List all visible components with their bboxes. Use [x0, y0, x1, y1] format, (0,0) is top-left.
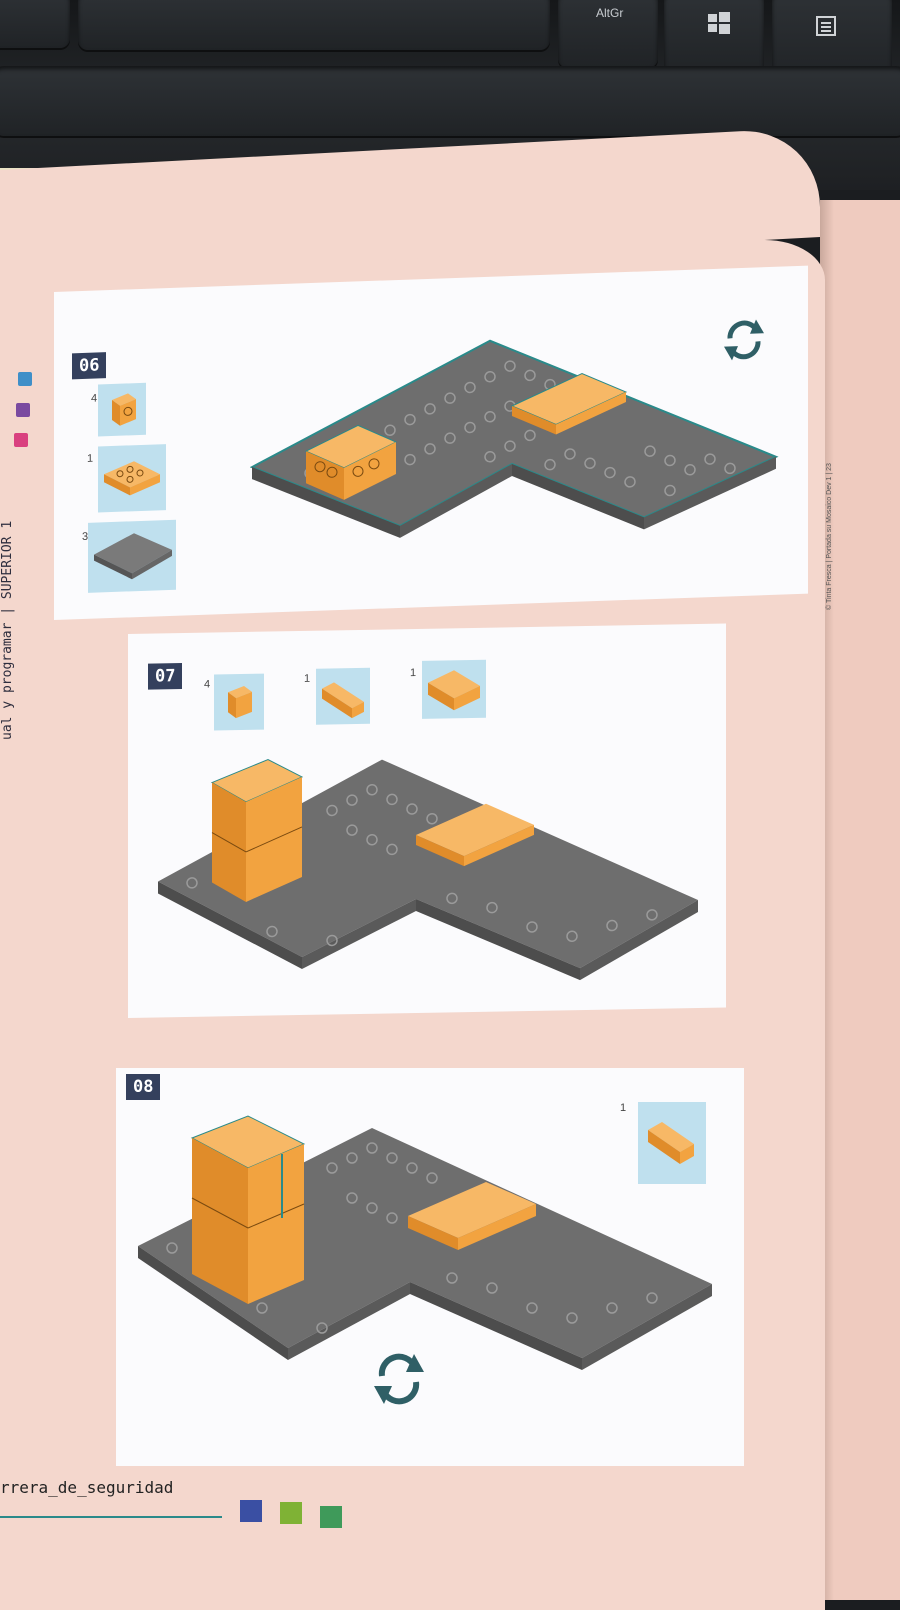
part-thumb — [422, 659, 486, 719]
footer-chip-green — [280, 1502, 302, 1524]
key-row — [0, 66, 900, 136]
side-tab-level: SUPERIOR 1 — [0, 520, 15, 600]
orange-1x4-brick-icon — [648, 1122, 694, 1164]
orange-bricks-stack — [304, 424, 398, 500]
part-count: 1 — [304, 672, 311, 685]
key — [0, 0, 70, 48]
part-thumb — [88, 519, 176, 593]
orange-tower — [190, 1115, 306, 1304]
side-tab-divider: | — [0, 606, 15, 615]
part-count: 4 — [91, 392, 98, 405]
footer-label: rrera_de_seguridad — [0, 1478, 174, 1497]
step-06-panel: 06 4 1 3 — [54, 265, 808, 620]
keyboard: AltGr — [0, 0, 900, 190]
gray-base-plate-icon — [94, 533, 172, 580]
key-label-altgr: AltGr — [596, 6, 624, 20]
footer-rule — [0, 1516, 222, 1518]
orange-plate — [510, 373, 628, 435]
orange-1x4-brick-icon — [322, 682, 364, 719]
step-07-panel: 07 4 1 1 — [128, 623, 726, 1018]
orange-plate — [408, 1182, 536, 1250]
orange-tower — [210, 759, 304, 902]
studs — [186, 783, 658, 947]
part-thumb — [316, 667, 370, 725]
key-altgr: AltGr — [558, 0, 658, 68]
right-page-credit: © Tinta Fresca | Portada su Mosaico Dev … — [826, 463, 833, 610]
rotate-arrows-icon — [724, 319, 764, 361]
part-count: 1 — [620, 1102, 627, 1114]
part-thumb — [214, 673, 264, 731]
side-tab-label: ual y programar — [0, 622, 15, 740]
step-number: 06 — [72, 352, 107, 380]
step-06-build-illustration — [250, 339, 779, 538]
side-tab: ual y programar | SUPERIOR 1 — [0, 521, 15, 740]
step-number: 07 — [148, 663, 183, 690]
step-08-panel: 08 1 — [116, 1068, 744, 1466]
part-count: 4 — [204, 678, 211, 691]
right-page — [820, 200, 900, 1600]
part-thumb — [98, 382, 146, 437]
windows-icon — [708, 12, 730, 34]
menu-icon — [816, 16, 836, 36]
step-08-build-illustration — [138, 1115, 712, 1370]
orange-1x1-brick-icon — [228, 685, 252, 719]
rotate-arrows-icon — [374, 1353, 424, 1405]
side-chip-blue — [18, 372, 32, 386]
orange-2x4-plate-icon — [104, 461, 160, 496]
part-count: 1 — [87, 452, 94, 465]
step-07-build-illustration — [158, 759, 698, 981]
part-thumb — [98, 444, 166, 513]
part-count: 1 — [410, 666, 417, 680]
key-windows — [664, 0, 764, 76]
footer-chip-teal — [320, 1506, 342, 1528]
studs — [166, 1142, 658, 1334]
part-thumb — [638, 1102, 706, 1184]
footer-chip-blue — [240, 1500, 262, 1522]
orange-1x1-brick-icon — [112, 393, 136, 426]
side-chip-purple — [16, 403, 30, 417]
key-space — [78, 0, 550, 50]
step-number: 08 — [126, 1074, 161, 1100]
orange-2x4-brick-icon — [428, 670, 480, 711]
side-chip-pink — [14, 433, 28, 447]
orange-plate — [416, 803, 534, 867]
